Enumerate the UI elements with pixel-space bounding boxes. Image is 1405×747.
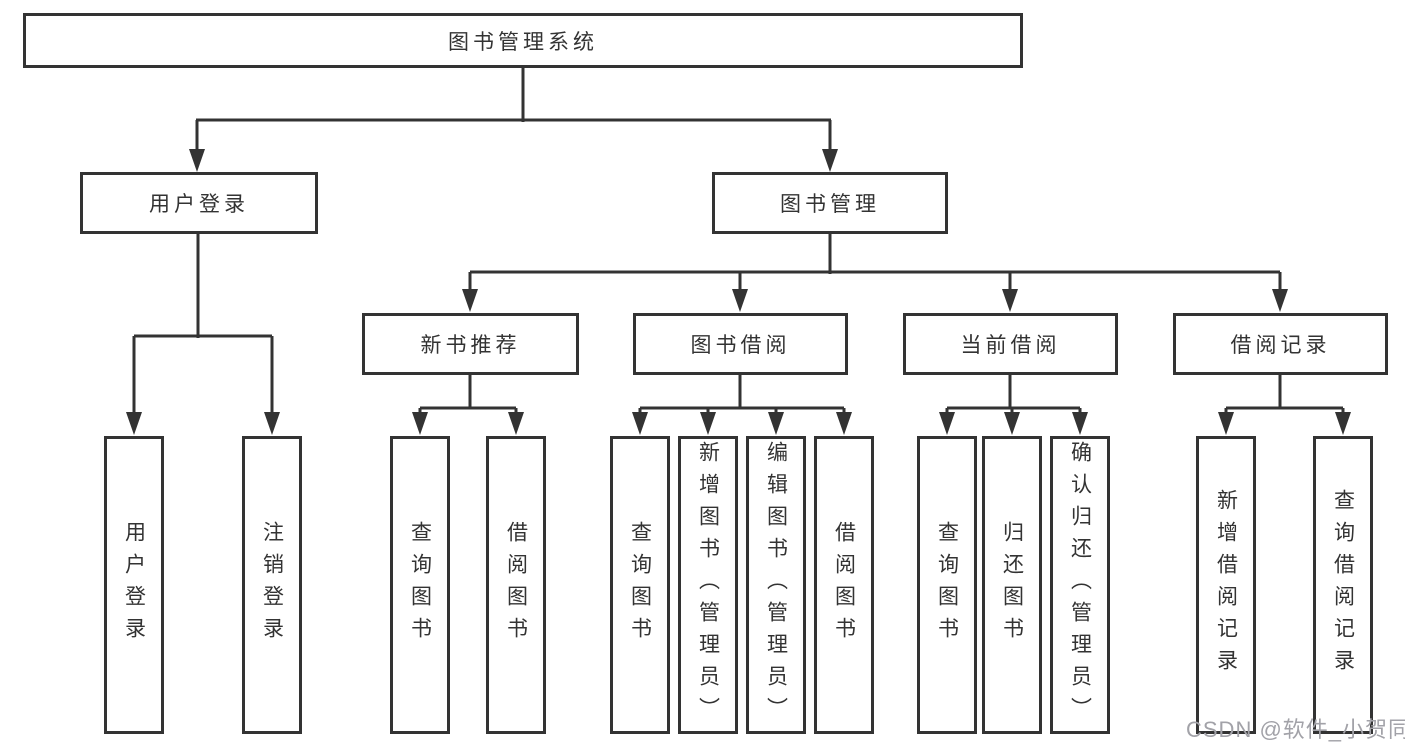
node-user-login-leaf: 用户登录	[104, 436, 164, 734]
node-label: 注销登录	[260, 521, 284, 649]
node-label: 图书借阅	[690, 334, 791, 357]
node-label: 查询借阅记录	[1331, 489, 1355, 681]
node-label: 图书管理	[780, 193, 880, 216]
node-borrowing-records: 借阅记录	[1173, 313, 1388, 375]
node-add-borrow-record: 新增借阅记录	[1196, 436, 1256, 734]
node-label: 用户登录	[122, 521, 146, 649]
node-query-books-borrowing: 查询图书	[610, 436, 670, 734]
node-query-books-recommend: 查询图书	[390, 436, 450, 734]
node-new-book-recommend: 新书推荐	[362, 313, 579, 375]
node-label: 确认归还（管理员）	[1068, 441, 1092, 729]
node-label: 当前借阅	[960, 334, 1061, 357]
node-label: 编辑图书（管理员）	[764, 441, 788, 729]
node-library-management-system: 图书管理系统	[23, 13, 1023, 68]
node-query-books-current: 查询图书	[917, 436, 977, 734]
node-label: 新增借阅记录	[1214, 489, 1238, 681]
node-borrow-books-leaf: 借阅图书	[814, 436, 874, 734]
node-return-book: 归还图书	[982, 436, 1042, 734]
node-add-book-admin: 新增图书（管理员）	[678, 436, 738, 734]
node-edit-book-admin: 编辑图书（管理员）	[746, 436, 806, 734]
node-label: 借阅图书	[504, 521, 528, 649]
node-borrow-books-recommend: 借阅图书	[486, 436, 546, 734]
node-label: 归还图书	[1000, 521, 1024, 649]
node-book-management: 图书管理	[712, 172, 948, 234]
node-confirm-return-admin: 确认归还（管理员）	[1050, 436, 1110, 734]
node-logout: 注销登录	[242, 436, 302, 734]
arrowheads	[126, 149, 1351, 435]
node-label: 查询图书	[408, 521, 432, 649]
node-label: 查询图书	[935, 521, 959, 649]
node-label: 图书管理系统	[448, 30, 598, 54]
node-label: 借阅图书	[832, 521, 856, 649]
node-current-borrowing: 当前借阅	[903, 313, 1118, 375]
node-user-login: 用户登录	[80, 172, 318, 234]
node-label: 新增图书（管理员）	[696, 441, 720, 729]
node-book-borrowing: 图书借阅	[633, 313, 848, 375]
node-label: 用户登录	[149, 193, 249, 216]
csdn-watermark: CSDN @软件_小贺同学	[1186, 717, 1405, 742]
node-label: 新书推荐	[420, 334, 521, 357]
node-label: 查询图书	[628, 521, 652, 649]
node-query-borrow-record: 查询借阅记录	[1313, 436, 1373, 734]
node-label: 借阅记录	[1230, 334, 1331, 357]
